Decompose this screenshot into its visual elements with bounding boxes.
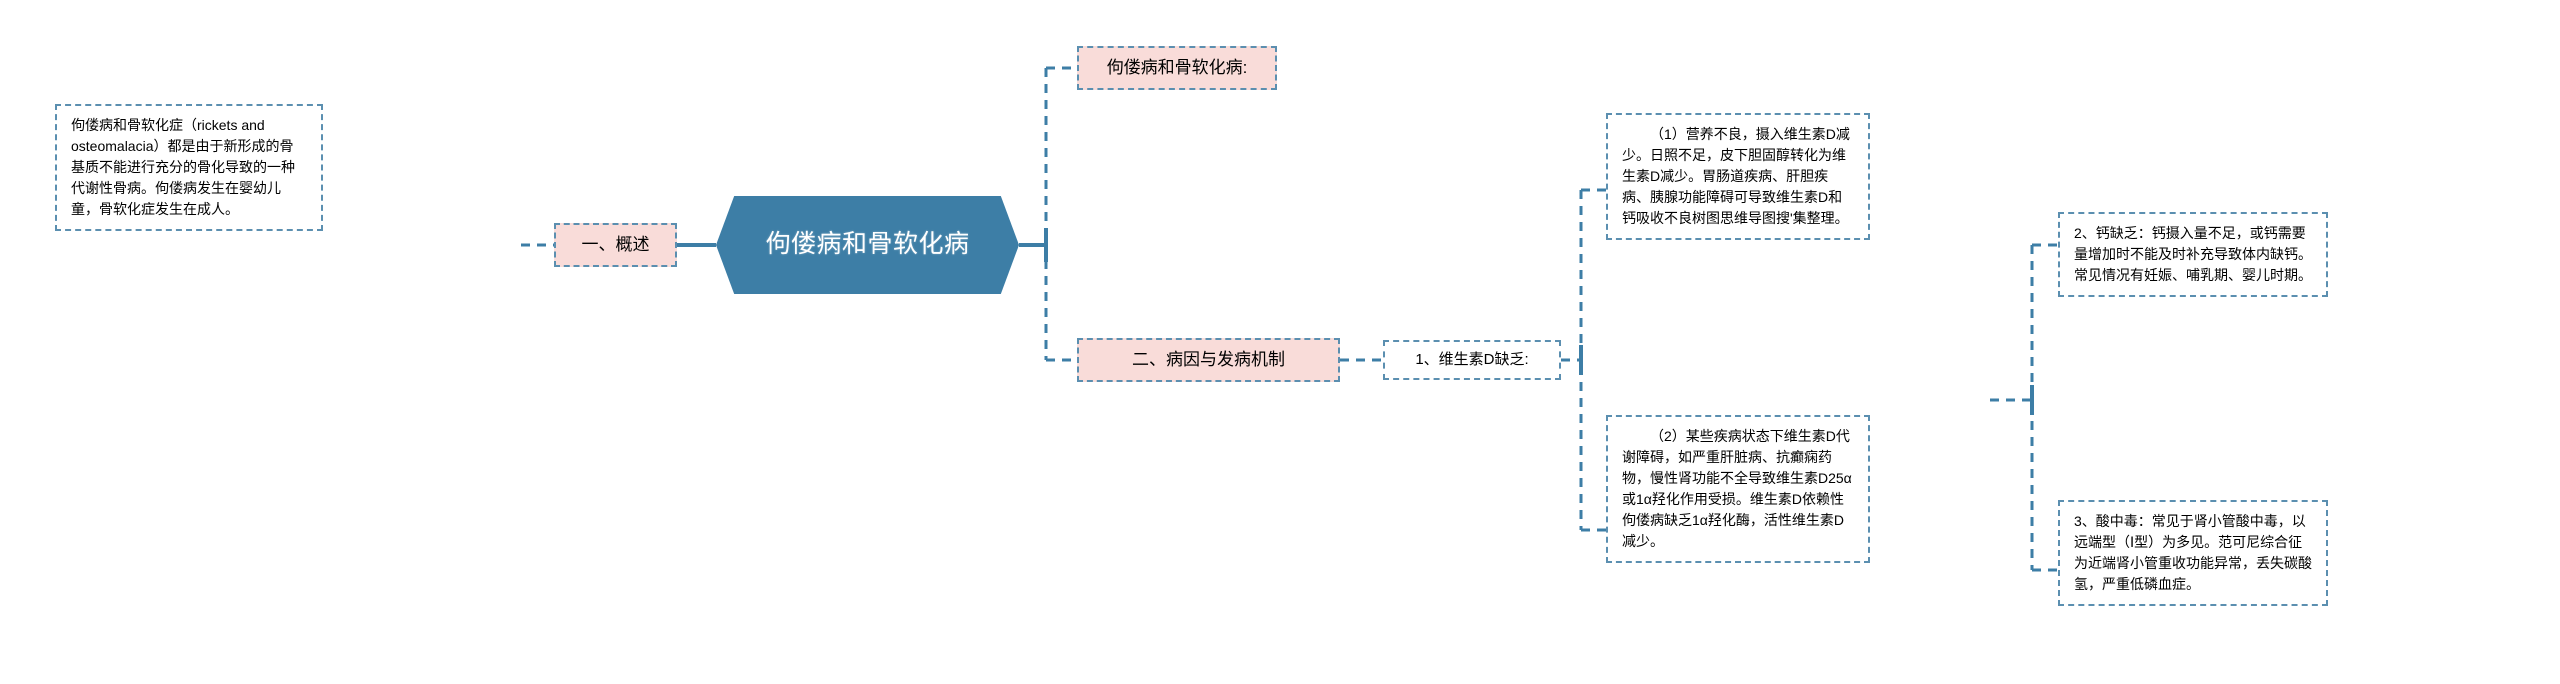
sub-branch-vitamin-d-deficiency-label: 1、维生素D缺乏: — [1415, 350, 1529, 368]
branch-rickets-osteomalacia[interactable]: 佝偻病和骨软化病: — [1077, 46, 1277, 90]
overview-detail-box[interactable]: 佝偻病和骨软化症（rickets and osteomalacia）都是由于新形… — [55, 104, 323, 231]
branch-overview[interactable]: 一、概述 — [554, 223, 677, 267]
sub-branch-vitamin-d-deficiency[interactable]: 1、维生素D缺乏: — [1383, 340, 1561, 380]
center-topic[interactable]: 佝偻病和骨软化病 — [716, 196, 1019, 294]
leaf-calcium-deficiency-text: 2、钙缺乏：钙摄入量不足，或钙需要量增加时不能及时补充导致体内缺钙。常见情况有妊… — [2074, 225, 2312, 283]
center-topic-label: 佝偻病和骨软化病 — [765, 230, 970, 259]
branch-rickets-osteomalacia-label: 佝偻病和骨软化病: — [1106, 58, 1248, 78]
leaf-vitd-item-2[interactable]: （2）某些疾病状态下维生素D代谢障碍，如严重肝脏病、抗癫痫药物，慢性肾功能不全导… — [1606, 415, 1870, 563]
branch-etiology-label: 二、病因与发病机制 — [1132, 350, 1285, 370]
leaf-calcium-deficiency[interactable]: 2、钙缺乏：钙摄入量不足，或钙需要量增加时不能及时补充导致体内缺钙。常见情况有妊… — [2058, 212, 2328, 297]
branch-etiology[interactable]: 二、病因与发病机制 — [1077, 338, 1340, 382]
leaf-vitd-item-1-text: （1）营养不良，摄入维生素D减少。日照不足，皮下胆固醇转化为维生素D减少。胃肠道… — [1622, 126, 1850, 226]
leaf-vitd-item-2-text: （2）某些疾病状态下维生素D代谢障碍，如严重肝脏病、抗癫痫药物，慢性肾功能不全导… — [1622, 428, 1852, 549]
branch-overview-label: 一、概述 — [581, 235, 650, 255]
leaf-acidosis[interactable]: 3、酸中毒：常见于肾小管酸中毒，以远端型（Ⅰ型）为多见。范可尼综合征为近端肾小管… — [2058, 500, 2328, 606]
leaf-vitd-item-1[interactable]: （1）营养不良，摄入维生素D减少。日照不足，皮下胆固醇转化为维生素D减少。胃肠道… — [1606, 113, 1870, 240]
overview-detail-text: 佝偻病和骨软化症（rickets and osteomalacia）都是由于新形… — [71, 117, 295, 217]
leaf-acidosis-text: 3、酸中毒：常见于肾小管酸中毒，以远端型（Ⅰ型）为多见。范可尼综合征为近端肾小管… — [2074, 513, 2312, 592]
